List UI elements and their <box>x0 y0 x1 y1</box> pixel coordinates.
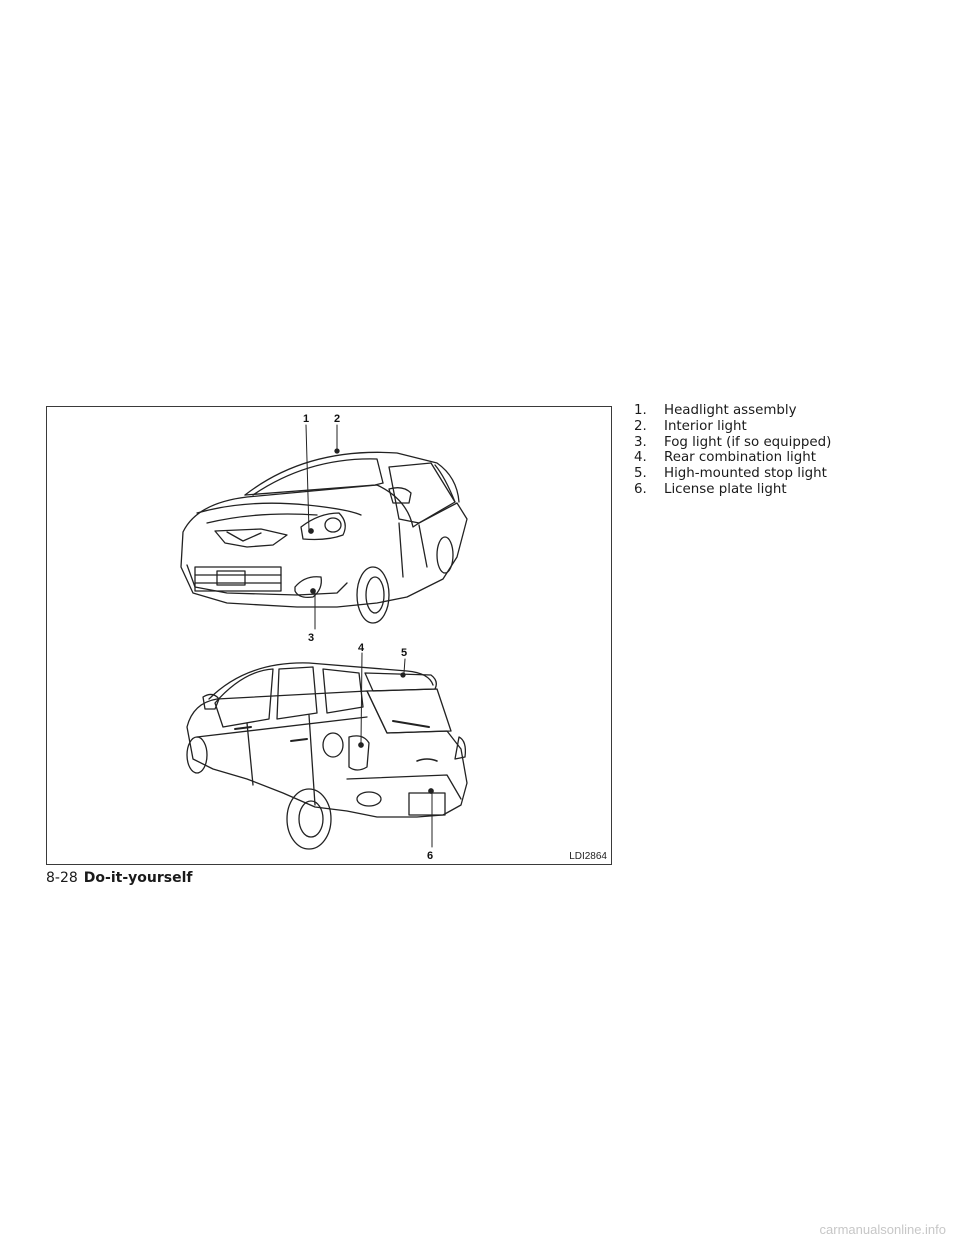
item-number: 2. <box>634 418 647 434</box>
car-illustration: 1 2 3 <box>180 413 468 862</box>
item-number: 6. <box>634 481 647 497</box>
item-label: Rear combination light <box>664 450 817 466</box>
list-item: 6. License plate light <box>634 482 934 498</box>
list-item: 4. Rear combination light <box>634 450 934 466</box>
callout-4: 4 <box>358 642 365 654</box>
item-label: High-mounted stop light <box>664 466 827 482</box>
item-label: Headlight assembly <box>664 403 797 418</box>
item-number: 1. <box>634 403 647 418</box>
figure-code: LDI2864 <box>569 851 607 862</box>
callout-3: 3 <box>308 632 314 644</box>
list-item: 3. Fog light (if so equipped) <box>634 435 934 451</box>
light-legend-list: 1. Headlight assembly 2. Interior light 3.… <box>634 403 934 498</box>
rear-car-drawing <box>186 662 468 850</box>
item-number: 5. <box>634 466 647 482</box>
item-number: 4. <box>634 450 647 466</box>
list-item: 1. Headlight assembly <box>634 403 934 419</box>
item-label: License plate light <box>664 481 787 497</box>
page-number: 8-28 <box>46 870 78 886</box>
front-callouts: 1 2 3 <box>303 413 340 644</box>
list-item: 2. Interior light <box>634 419 934 435</box>
callout-5: 5 <box>401 647 407 659</box>
section-title: Do-it-yourself <box>83 870 193 886</box>
light-locations-figure: 1 2 3 <box>46 406 612 865</box>
item-label: Fog light (if so equipped) <box>664 434 832 450</box>
callout-2: 2 <box>334 413 340 425</box>
page-footer: 8-28 Do-it-yourself <box>46 870 192 886</box>
callout-6: 6 <box>427 850 433 862</box>
front-car-drawing <box>180 448 468 624</box>
callout-1: 1 <box>303 413 309 425</box>
rear-callouts: 4 5 6 <box>358 642 433 862</box>
watermark: carmanualsonline.info <box>819 1222 946 1237</box>
list-item: 5. High-mounted stop light <box>634 466 934 482</box>
item-number: 3. <box>634 434 647 450</box>
item-label: Interior light <box>664 418 747 434</box>
